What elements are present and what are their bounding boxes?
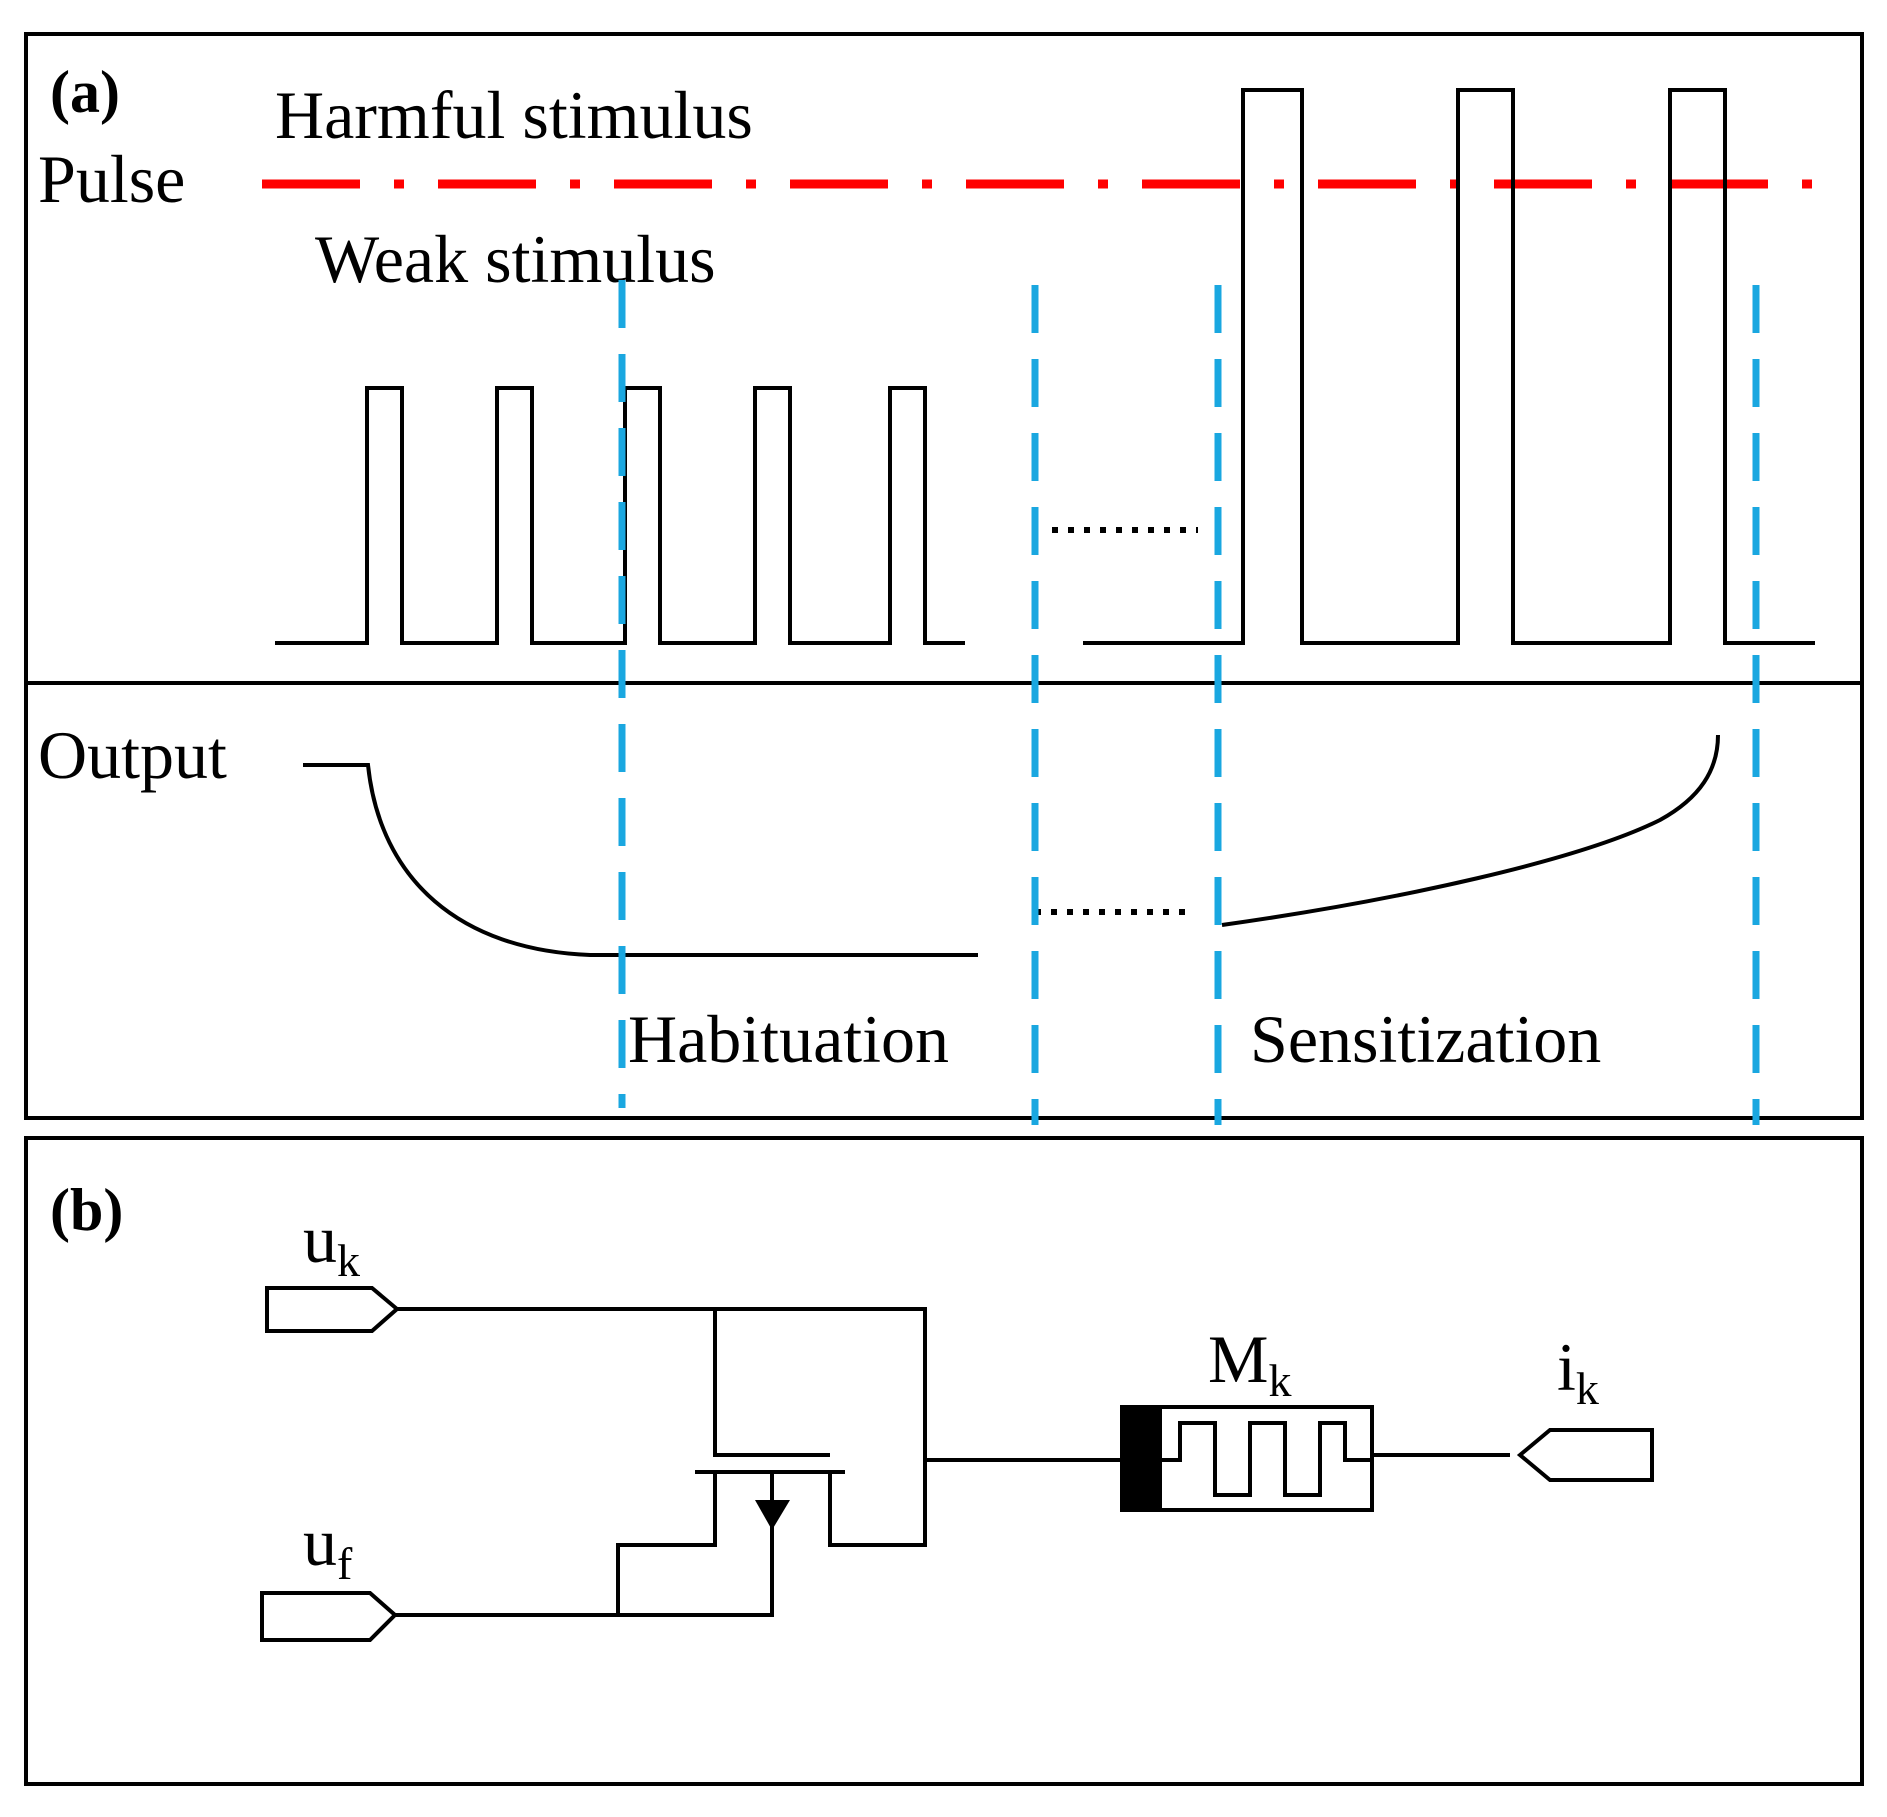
panel-b-frame — [24, 1136, 1864, 1786]
input-uf-label: uf — [303, 1504, 353, 1589]
panel-a: (a) Harmful stimulus Pulse Weak stimulus… — [24, 32, 1864, 1125]
habituation-label: Habituation — [628, 1001, 949, 1077]
panel-a-frame — [24, 32, 1864, 1120]
output-ik-label: ik — [1557, 1329, 1599, 1414]
gate-wire — [713, 1309, 830, 1457]
sensitization-output-curve — [1221, 734, 1720, 927]
memristor-polarity-bar — [1122, 1407, 1162, 1510]
phase-boundaries — [618, 280, 1760, 1125]
habituation-output-curve — [303, 763, 978, 957]
memristor-zigzag — [1162, 1421, 1372, 1497]
uk-wire — [397, 1307, 927, 1547]
arrow-icon — [755, 1500, 790, 1530]
weak-stimulus-label: Weak stimulus — [315, 221, 716, 297]
pulse-label: Pulse — [38, 141, 185, 217]
harmful-stimulus-label: Harmful stimulus — [275, 77, 753, 153]
output-ik-port — [1516, 1428, 1654, 1482]
memristor-symbol — [1120, 1405, 1374, 1512]
memristor-label: Mk — [1208, 1321, 1291, 1406]
panel-b-letter: (b) — [50, 1177, 123, 1243]
output-label: Output — [38, 717, 227, 793]
panel-b: (b) uk uf Mk ik — [24, 1136, 1864, 1786]
input-uk-port — [265, 1286, 401, 1333]
bulk-wire — [616, 1472, 717, 1615]
panel-a-letter: (a) — [50, 59, 120, 125]
weak-stimulus-pulses — [275, 386, 965, 645]
transistor — [395, 1307, 927, 1617]
input-uk-label: uk — [303, 1201, 360, 1286]
harmful-stimulus-pulses — [1083, 88, 1815, 645]
input-uf-port — [260, 1591, 398, 1642]
sensitization-label: Sensitization — [1250, 1001, 1601, 1077]
